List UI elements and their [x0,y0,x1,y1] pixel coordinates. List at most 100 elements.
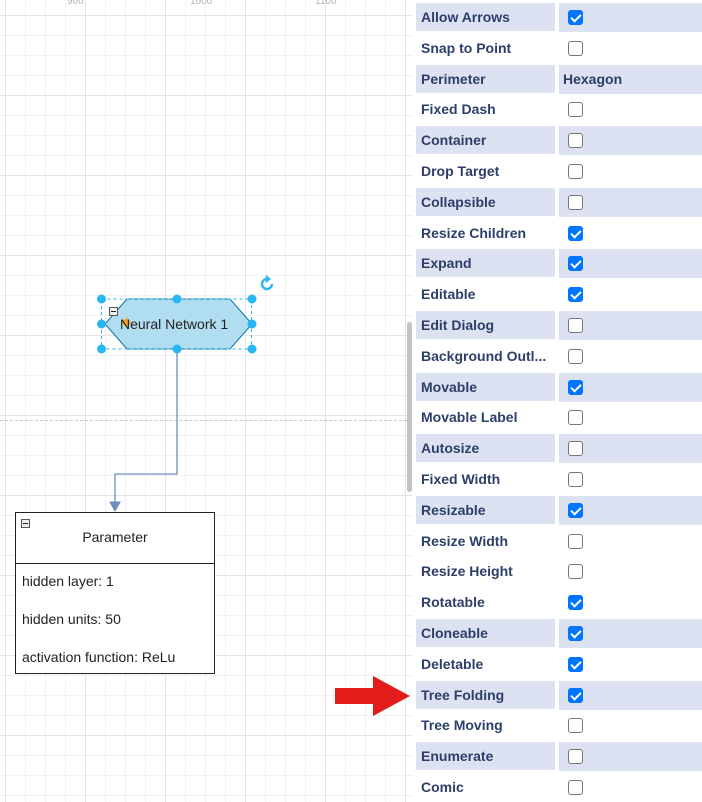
property-value [559,773,702,802]
property-row-resizable: Resizable [416,495,702,527]
property-label: Comic [416,773,555,802]
property-label: Editable [416,280,555,310]
property-value [559,341,702,371]
property-value [559,588,702,618]
fixed-dash-checkbox[interactable] [568,102,583,118]
neural-network-shape[interactable] [95,290,285,360]
property-label: Collapsible [416,187,555,217]
resizable-checkbox[interactable] [568,502,583,518]
property-value [559,249,702,279]
property-label: Resize Width [416,526,555,556]
resize-handle-se[interactable] [247,344,257,354]
movable-checkbox[interactable] [568,379,583,395]
parameter-row-activation[interactable]: activation function: ReLu [22,649,176,665]
property-value [559,218,702,248]
resize-handle-nw[interactable] [97,294,106,304]
background-outl-checkbox[interactable] [568,348,583,364]
parameter-row-hidden-units[interactable]: hidden units: 50 [22,611,121,627]
connector-line[interactable] [114,350,178,503]
drop-target-checkbox[interactable] [568,164,583,179]
property-label: Allow Arrows [416,3,555,32]
property-row-rotatable: Rotatable [416,588,702,619]
canvas-scrollbar-thumb[interactable] [407,322,412,492]
property-label: Snap to Point [416,33,555,63]
property-value [559,680,702,710]
property-value [559,619,702,648]
property-row-perimeter: Perimeter Hexagon [416,64,702,96]
property-label: Movable Label [416,403,555,433]
property-row-movable-label: Movable Label [416,403,702,434]
property-value [559,3,702,32]
property-label: Resize Height [416,557,555,587]
property-value [559,649,702,679]
property-value [559,557,702,587]
resize-height-checkbox[interactable] [568,564,583,580]
property-value [559,95,702,125]
autosize-checkbox[interactable] [568,441,583,457]
property-row-snap-to-point: Snap to Point [416,33,702,65]
connector-edge[interactable] [0,0,412,802]
property-label: Resize Children [416,218,555,248]
comic-checkbox[interactable] [568,780,583,795]
property-value [559,495,702,525]
deletable-checkbox[interactable] [568,656,583,672]
property-row-tree-moving: Tree Moving [416,711,702,742]
rotatable-checkbox[interactable] [568,595,583,611]
neural-network-collapse-icon[interactable] [109,307,118,316]
enumerate-checkbox[interactable] [568,749,583,765]
property-row-resize-children: Resize Children [416,218,702,250]
resize-handle-e[interactable] [247,319,257,329]
parameter-header[interactable]: Parameter [16,513,214,564]
property-row-tree-folding: Tree Folding [416,680,702,712]
property-row-resize-height: Resize Height [416,557,702,588]
parameter-row-hidden-layer[interactable]: hidden layer: 1 [22,573,114,589]
parameter-collapse-icon[interactable] [21,519,30,528]
property-label: Container [416,126,555,156]
property-label: Tree Folding [416,680,555,710]
resize-width-checkbox[interactable] [568,533,583,549]
property-label: Expand [416,249,555,279]
cloneable-checkbox[interactable] [568,626,583,641]
property-label: Rotatable [416,588,555,618]
perimeter-value[interactable]: Hexagon [563,70,623,87]
tree-folding-checkbox[interactable] [568,687,583,703]
collapsible-checkbox[interactable] [568,194,583,210]
page-break-line [0,420,412,421]
expand-checkbox[interactable] [568,256,583,272]
property-row-editable: Editable [416,280,702,311]
property-value [559,711,702,741]
editable-checkbox[interactable] [568,287,583,303]
resize-handle-n[interactable] [172,294,182,304]
resize-handle-ne[interactable] [247,294,257,304]
resize-children-checkbox[interactable] [568,225,583,241]
tree-moving-checkbox[interactable] [568,718,583,734]
property-value [559,187,702,217]
diagram-canvas[interactable]: 900 1000 1100 Neural Network 1 Parameter [0,0,412,802]
red-arrow-icon [335,676,410,716]
rotate-icon[interactable] [258,275,276,293]
property-value [559,126,702,156]
edit-dialog-checkbox[interactable] [568,318,583,333]
parameter-class-box[interactable]: Parameter hidden layer: 1 hidden units: … [15,512,215,674]
property-label: Edit Dialog [416,311,555,340]
parameter-title: Parameter [82,529,148,545]
movable-label-checkbox[interactable] [568,410,583,426]
fixed-width-checkbox[interactable] [568,472,583,487]
property-row-container: Container [416,126,702,157]
property-label: Enumerate [416,742,555,772]
property-value [559,33,702,63]
property-row-drop-target: Drop Target [416,157,702,188]
resize-handle-w[interactable] [97,319,106,329]
property-label: Perimeter [416,64,555,94]
property-value [559,742,702,772]
snap-to-point-checkbox[interactable] [568,40,583,56]
container-checkbox[interactable] [568,133,583,149]
resize-handle-sw[interactable] [97,344,106,354]
property-label: Background Outl... [416,341,555,371]
property-row-background-outl: Background Outl... [416,341,702,373]
property-row-resize-width: Resize Width [416,526,702,558]
ruler-label-1000: 1000 [190,0,213,7]
resize-handle-s[interactable] [172,344,182,354]
allow-arrows-checkbox[interactable] [568,10,583,25]
property-value [559,157,702,186]
